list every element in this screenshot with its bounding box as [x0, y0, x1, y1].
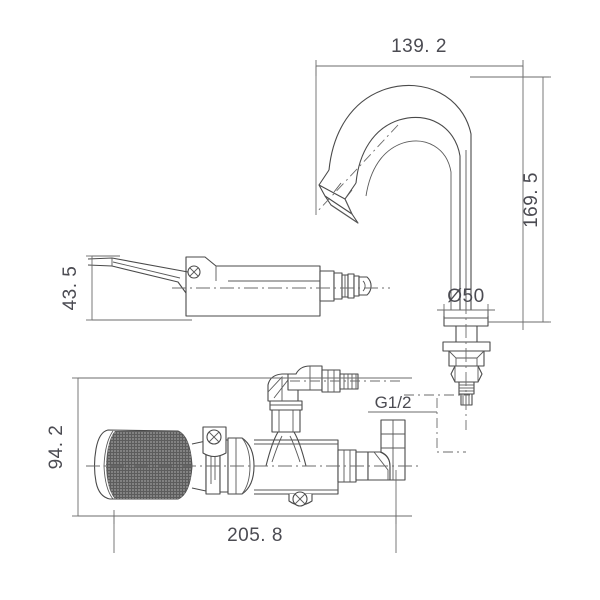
mount-lug-top-screw-icon: [206, 429, 222, 445]
dim-label-base-diameter: Ø50: [447, 286, 484, 307]
spout-shank: [455, 325, 478, 343]
valve-body-outline: [254, 439, 339, 495]
dimension-spout-reach: 139. 2: [315, 36, 524, 330]
handle-outlet-band-3: [347, 273, 355, 299]
riser-collar: [269, 400, 303, 411]
handle-nose-inner: [362, 280, 366, 292]
riser-cone-inner: [271, 435, 283, 463]
view-side-handle: [87, 256, 390, 317]
spout-mount-washer: [442, 341, 491, 352]
handle-lever-bottom: [87, 264, 187, 294]
spout-hex-nut: [450, 365, 483, 383]
dim-label-body-height: 94. 2: [46, 425, 67, 470]
dim-label-spout-reach: 139. 2: [391, 36, 447, 57]
spout-bore-line: [365, 140, 452, 310]
spout-clamp-block: [448, 350, 485, 367]
spout-tip-inner-line: [330, 204, 359, 224]
handle-body-outline: [185, 265, 321, 317]
handle-lever-inner-edge: [112, 261, 181, 279]
g12-bracket-leader: [436, 398, 466, 453]
dimension-spout-height: 169. 5: [470, 76, 551, 323]
spout-thread-hatch: [459, 384, 474, 392]
riser-hex-nut: [271, 409, 301, 433]
handle-outlet-collar: [319, 270, 335, 302]
grip-texture: [106, 431, 192, 499]
view-front-spout: [315, 84, 491, 430]
dimension-base-diameter: Ø50: [437, 286, 495, 316]
handle-pivot-boss: [185, 256, 228, 293]
handle-outlet-band-4: [353, 275, 360, 297]
spout-thread-end: [460, 393, 473, 406]
dim-label-spout-height: 169. 5: [521, 172, 542, 228]
upper-thread-tail: [339, 373, 359, 390]
spout-aerator-line-1: [333, 182, 342, 193]
spout-tip-edge-a: [344, 198, 353, 215]
upper-thread-hatch: [343, 374, 357, 389]
spout-outer-wall: [328, 84, 472, 310]
dim-label-handle-height: 43. 5: [60, 266, 81, 311]
riser-cone-inner-2: [289, 435, 301, 463]
dimension-body-length: 205. 8: [113, 470, 397, 553]
upper-elbow-chamfer: [267, 375, 283, 401]
right-elbow-chamfer: [373, 451, 389, 480]
label-thread-spec: G1/2: [375, 393, 412, 412]
spout-inner-wall: [355, 116, 461, 310]
view-plan-valve-body: [86, 365, 420, 507]
spout-outlet-centerline: [315, 124, 399, 214]
spout-tip-end: [324, 195, 359, 224]
label-thread-spec-group: G1/2: [368, 393, 470, 453]
spout-outlet-leg-left: [318, 169, 330, 186]
dimension-handle-height: 43. 5: [60, 255, 192, 321]
upper-elbow-chamfer-2: [273, 379, 289, 399]
spout-aerator-line-2: [344, 189, 353, 200]
handle-outlet-band-1: [333, 272, 343, 300]
mount-lug-bottom-screw-icon: [292, 491, 308, 507]
handle-pivot-screw-icon: [187, 265, 201, 279]
dim-label-body-length: 205. 8: [227, 525, 283, 546]
handle-lever-top: [87, 257, 189, 273]
